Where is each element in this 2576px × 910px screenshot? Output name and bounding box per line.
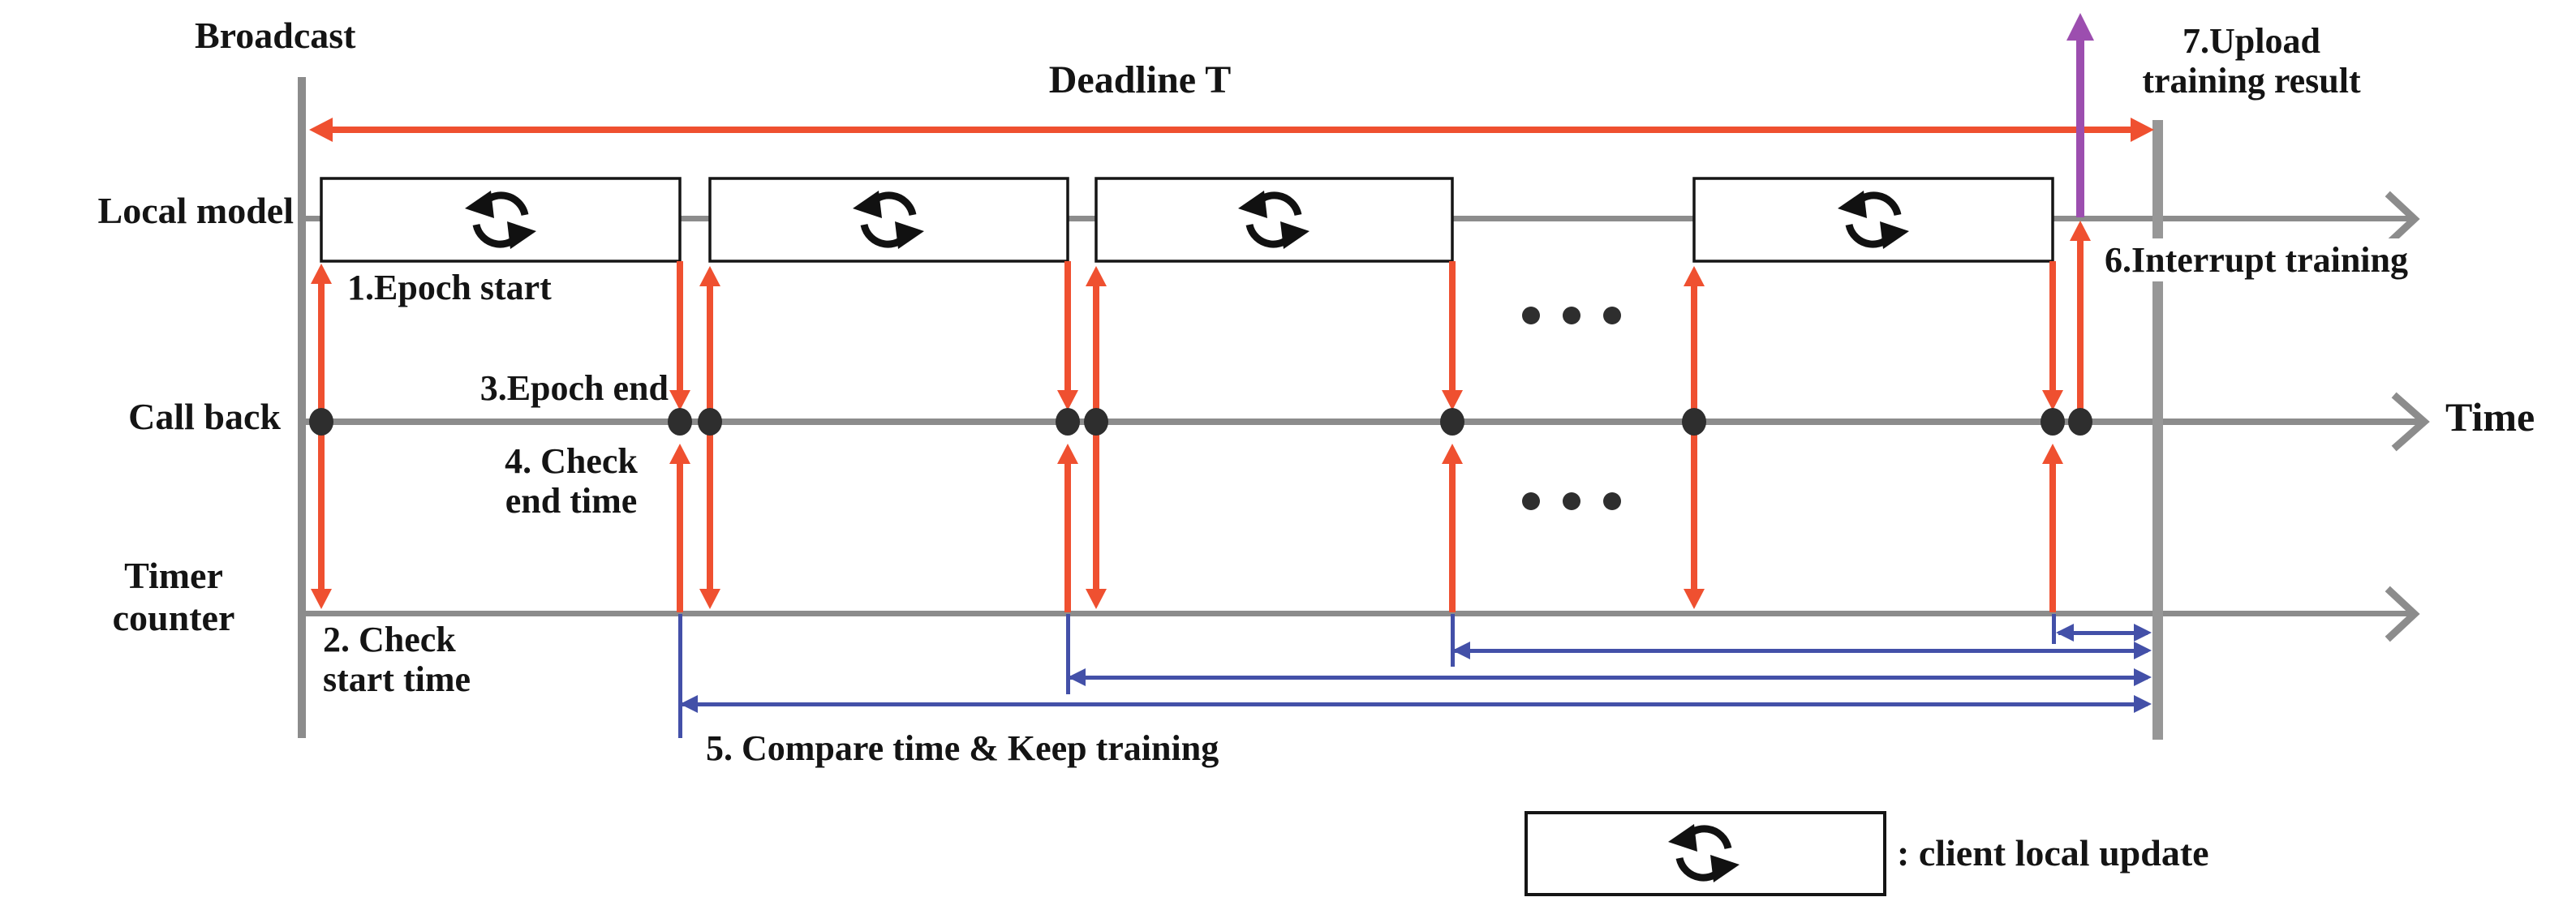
step1-epoch-start-label: 1.Epoch start <box>347 268 552 307</box>
callback-dot <box>698 408 722 436</box>
sync-icon <box>1838 191 1909 249</box>
compare-arrowhead-right-icon <box>2134 642 2152 659</box>
compare-tick <box>678 614 682 738</box>
epoch-start-arrowhead-icon <box>1086 266 1107 286</box>
legend-box <box>1525 811 1886 896</box>
sync-icon <box>465 191 536 249</box>
compare-arrowhead-left-icon <box>1452 642 1470 659</box>
deadline-arrowhead-left-icon <box>309 118 333 142</box>
check-end-line <box>1449 462 1456 612</box>
time-axis-label: Time <box>2445 394 2535 440</box>
epoch-box-2 <box>708 177 1069 263</box>
compare-arrow-line <box>2058 631 2148 635</box>
epoch-end-line <box>1064 261 1071 391</box>
compare-arrowhead-right-icon <box>2134 695 2152 713</box>
compare-arrow-line <box>1455 649 2148 653</box>
step6-interrupt-label: 6.Interrupt training <box>2103 238 2413 282</box>
callback-dot <box>2068 408 2092 436</box>
compare-arrow-line <box>682 702 2148 706</box>
step4-check-end-label: 4. Check end time <box>505 441 638 522</box>
step7-upload-label: 7.Upload training result <box>2142 21 2361 101</box>
callback-dot <box>1440 408 1464 436</box>
callback-dot <box>309 408 333 436</box>
compare-arrowhead-right-icon <box>2134 668 2152 686</box>
step5-compare-label: 5. Compare time & Keep training <box>706 728 1219 768</box>
callback-dot <box>668 408 692 436</box>
sync-icon <box>853 191 924 249</box>
callback-dot <box>1682 408 1706 436</box>
epoch-box-1 <box>320 177 682 263</box>
broadcast-line <box>298 77 306 738</box>
compare-arrow-line <box>1070 676 2148 680</box>
epoch-end-arrowhead-icon <box>2042 390 2063 410</box>
deadline-bar <box>2152 120 2163 740</box>
row-label-call-back: Call back <box>128 396 281 437</box>
compare-arrowhead-left-icon <box>680 695 698 713</box>
check-start-arrowhead-icon <box>1684 589 1705 609</box>
timer-counter-line <box>301 611 2414 616</box>
epoch-end-arrowhead-icon <box>669 390 690 410</box>
epoch-start-check-line <box>318 282 325 591</box>
check-start-arrowhead-icon <box>1086 589 1107 609</box>
upload-arrowhead-icon <box>2066 13 2094 41</box>
interrupt-line <box>2077 239 2084 410</box>
row-label-local-model: Local model <box>97 190 294 231</box>
epoch-end-arrowhead-icon <box>1442 390 1463 410</box>
compare-arrowhead-left-icon <box>1068 668 1086 686</box>
upload-arrow-line <box>2076 38 2084 217</box>
compare-tick <box>1451 614 1455 667</box>
check-end-arrowhead-icon <box>669 444 690 464</box>
epoch-start-check-line <box>707 285 713 591</box>
epoch-end-line <box>1449 261 1456 391</box>
ellipsis-dots <box>1522 307 1621 324</box>
epoch-start-arrowhead-icon <box>699 266 720 286</box>
step3-epoch-end-label: 3.Epoch end <box>480 368 669 408</box>
check-start-arrowhead-icon <box>311 589 332 609</box>
sync-icon <box>1238 191 1310 249</box>
check-end-arrowhead-icon <box>1442 444 1463 464</box>
timer-arrowhead-icon <box>2385 586 2420 642</box>
local-model-arrowhead-icon <box>2385 191 2420 247</box>
deadline-arrow-line <box>318 127 2145 133</box>
check-end-arrowhead-icon <box>2042 444 2063 464</box>
epoch-start-check-line <box>1691 285 1697 591</box>
sync-icon <box>1668 824 1740 882</box>
epoch-start-arrowhead-icon <box>311 264 332 284</box>
epoch-start-check-line <box>1093 285 1099 591</box>
callback-dot <box>1056 408 1080 436</box>
row-label-broadcast: Broadcast <box>195 15 356 56</box>
interrupt-arrowhead-icon <box>2070 221 2091 241</box>
epoch-start-arrowhead-icon <box>1684 266 1705 286</box>
row-label-timer-counter: Timer counter <box>112 555 235 638</box>
check-end-line <box>2049 462 2056 612</box>
legend-label: : client local update <box>1897 832 2209 874</box>
compare-arrowhead-left-icon <box>2056 624 2074 642</box>
deadline-label: Deadline T <box>1048 58 1232 101</box>
compare-arrowhead-right-icon <box>2134 624 2152 642</box>
epoch-end-line <box>677 261 683 391</box>
check-start-arrowhead-icon <box>699 589 720 609</box>
epoch-end-line <box>2049 261 2056 391</box>
epoch-box-3 <box>1094 177 1454 263</box>
epoch-box-4 <box>1692 177 2054 263</box>
compare-tick <box>2052 614 2056 644</box>
check-end-line <box>677 462 683 612</box>
check-end-line <box>1064 462 1071 612</box>
callback-line <box>301 419 2420 425</box>
callback-dot <box>1084 408 1108 436</box>
callback-dot <box>2041 408 2065 436</box>
ellipsis-dots <box>1522 492 1621 510</box>
step2-check-start-label: 2. Check start time <box>323 620 471 700</box>
compare-tick <box>1066 614 1070 694</box>
check-end-arrowhead-icon <box>1057 444 1078 464</box>
time-axis-arrowhead-icon <box>2391 392 2430 452</box>
deadline-arrowhead-right-icon <box>2131 118 2154 142</box>
epoch-end-arrowhead-icon <box>1057 390 1078 410</box>
